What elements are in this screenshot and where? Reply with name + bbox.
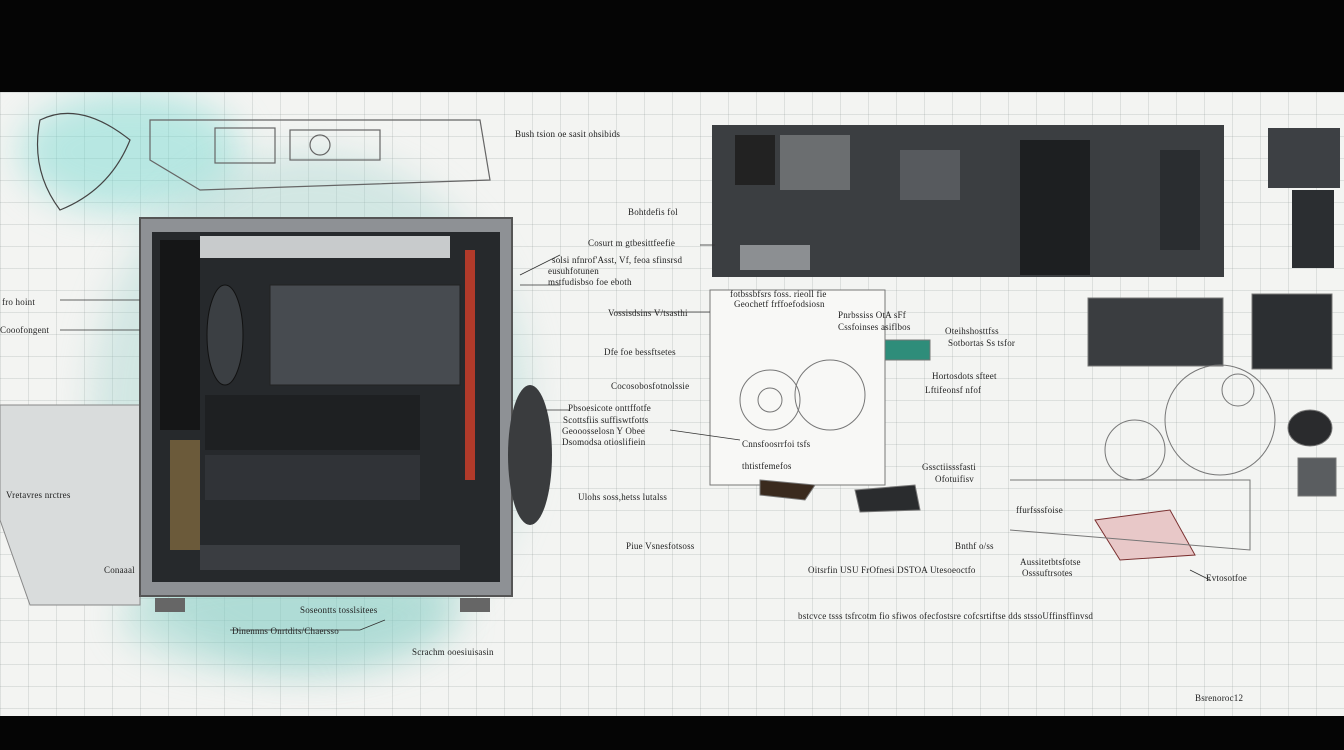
label-left-2: Cooofongent (0, 325, 50, 335)
label-center-5: Cnnsfoosrrfoi tsfs (742, 439, 811, 449)
label-mid-1: Vossisdsins V/tsasthi (608, 308, 688, 318)
label-mid-4: Pbsoesicote onttffotfe (568, 403, 651, 413)
label-left-3: Vretavres nrctres (6, 490, 71, 500)
label-top-center: Bush tsion oe sasit ohsibids (515, 129, 621, 139)
label-left-1: fro hoint (2, 297, 36, 307)
label-right-1: ffurfsssfoise (1016, 505, 1063, 515)
label-callout-1: Bohtdefis fol (628, 207, 678, 217)
label-mid-6: Geooosselosn Y Obee (562, 426, 646, 436)
component-sketches (709, 289, 1337, 561)
label-mid-3: Cocosobosfotnolssie (611, 381, 690, 391)
label-center-17: Evtosotfoe (1206, 573, 1247, 583)
side-panel-wedge (0, 404, 141, 606)
label-bottom-row: bstcvce tsss tsfrcotm fio sfiwos ofecfos… (798, 611, 1094, 621)
label-center-1: fotbssbfsrs foss. rieoll fie (730, 289, 827, 299)
label-center-13: Bnthf o/ss (955, 541, 994, 551)
label-center-9: Hortosdots sfteet (932, 371, 997, 381)
letterbox-bottom (0, 716, 1344, 750)
label-center-12: Ofotuifisv (935, 474, 974, 484)
leader-lines (60, 244, 1211, 631)
chassis-sketch-top (37, 112, 491, 211)
label-center-10: Lftifeonsf nfof (925, 385, 982, 395)
label-center-2: Geochetf frffoefodsiosn (734, 299, 825, 309)
letterbox-top (0, 0, 1344, 92)
label-center-4: Cssfoinses asiflbos (838, 322, 911, 332)
pc-case (139, 217, 552, 612)
label-bottom-3: Scrachm ooesiuisasin (412, 647, 494, 657)
label-center-3: Pnrbssiss OtA sFf (838, 310, 906, 320)
label-mid-2: Dfe foe bessftsetes (604, 347, 676, 357)
label-bottom-2: Dinennns Onrtdits/Chaersso (232, 626, 339, 636)
label-mid-9: Piue Vsnesfotsoss (626, 541, 695, 551)
label-callout-4: mstfudisbso foe eboth (548, 277, 632, 287)
teal-wash-top (20, 92, 240, 212)
label-mid-8: Ulohs soss,hetss lutalss (578, 492, 668, 502)
label-bottom-1: Soseontts tosslsitees (300, 605, 378, 615)
label-mid-7: Dsomodsa otioslifiein (562, 437, 646, 447)
label-mid-5: Scottsfiis suffiswtfotts (563, 415, 649, 425)
label-center-15: Aussitetbtsfotse (1020, 557, 1081, 567)
label-center-11: Gssctiisssfasti (922, 462, 977, 472)
label-callout-2: Cosurt m gtbesittfeefie (588, 238, 676, 248)
label-center-16: Osssuftrsotes (1022, 568, 1073, 578)
label-left-4: Conaaal (104, 565, 135, 575)
label-center-6: thtistfemefos (742, 461, 792, 471)
motherboard-photo (712, 125, 1340, 277)
label-center-14: Oitsrfin USU FrOfnesi DSTOA Utesoeoctfo (808, 565, 976, 575)
label-callout-5: eusuhfotunen (548, 266, 599, 276)
label-corner: Bsrenoroc12 (1195, 693, 1244, 703)
label-center-7: Oteihshosttfss (945, 326, 999, 336)
label-center-8: Sotbortas Ss tsfor (948, 338, 1016, 348)
label-callout-3: solsi nfnrof'Asst, Vf, feoa sfinsrsd (552, 255, 683, 265)
